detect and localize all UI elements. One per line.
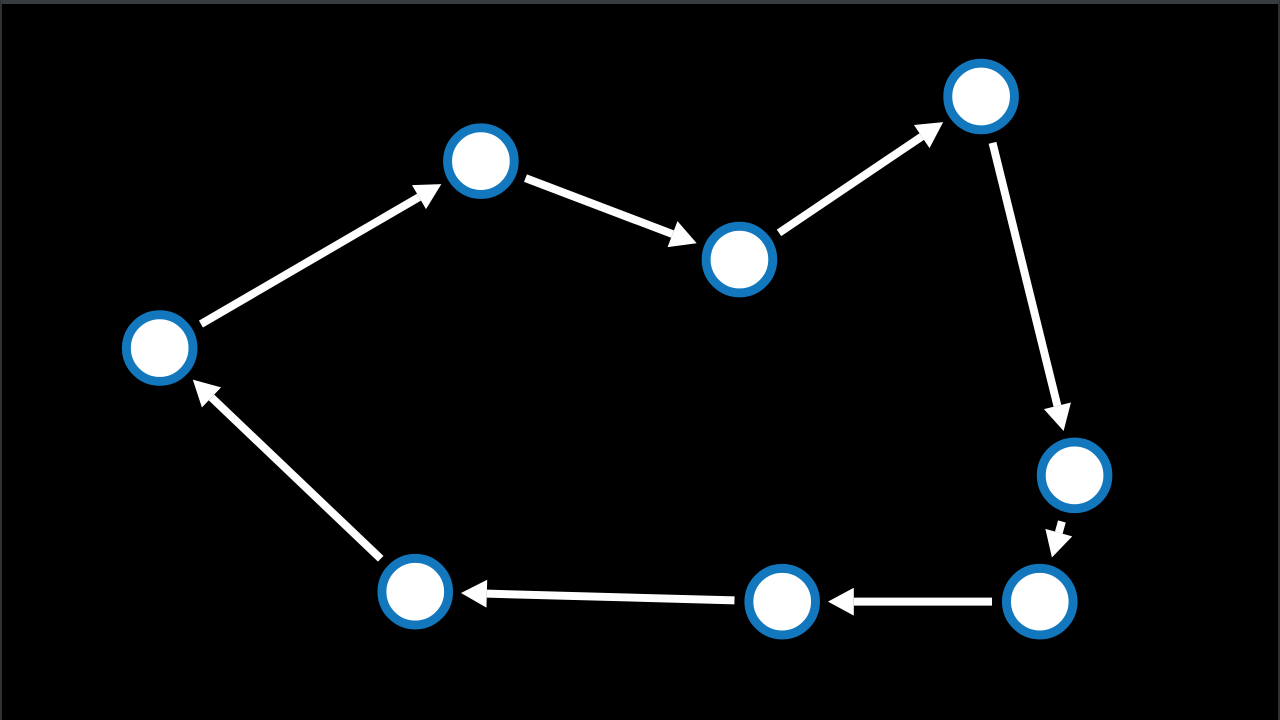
edge-shaft [1054, 520, 1066, 534]
edge-shaft [524, 174, 674, 238]
arrowhead-icon [192, 379, 222, 408]
arrowhead-icon [412, 184, 442, 210]
edge-n7-n8 [460, 579, 735, 608]
node-left [121, 310, 198, 386]
arrowhead-icon [1043, 402, 1071, 431]
arrowhead-icon [460, 579, 488, 608]
node-right [1036, 437, 1113, 514]
edge-n5-n6 [1045, 520, 1073, 558]
edge-n1-n2 [198, 184, 442, 328]
node-bottom-right [1001, 563, 1078, 640]
node-bottom-left [377, 553, 454, 630]
node-bottom-middle [744, 563, 820, 640]
arrowhead-icon [667, 221, 697, 248]
edge-shaft [208, 394, 384, 562]
edge-n3-n4 [776, 122, 944, 237]
edge-shaft [198, 193, 422, 328]
edge-n2-n3 [524, 174, 697, 248]
arrowhead-icon [1045, 528, 1073, 558]
edge-shaft [486, 589, 735, 605]
edge-shaft [776, 133, 924, 237]
arrowhead-icon [913, 122, 944, 149]
node-upper-left [443, 123, 519, 199]
edge-n4-n5 [988, 141, 1071, 431]
graph-diagram [121, 58, 1113, 640]
edge-n6-n7 [827, 587, 993, 616]
edge-n8-n1 [192, 379, 384, 562]
node-top-right [943, 58, 1019, 135]
arrowhead-icon [827, 587, 854, 616]
node-top-middle [701, 221, 778, 298]
edge-shaft [988, 141, 1062, 407]
